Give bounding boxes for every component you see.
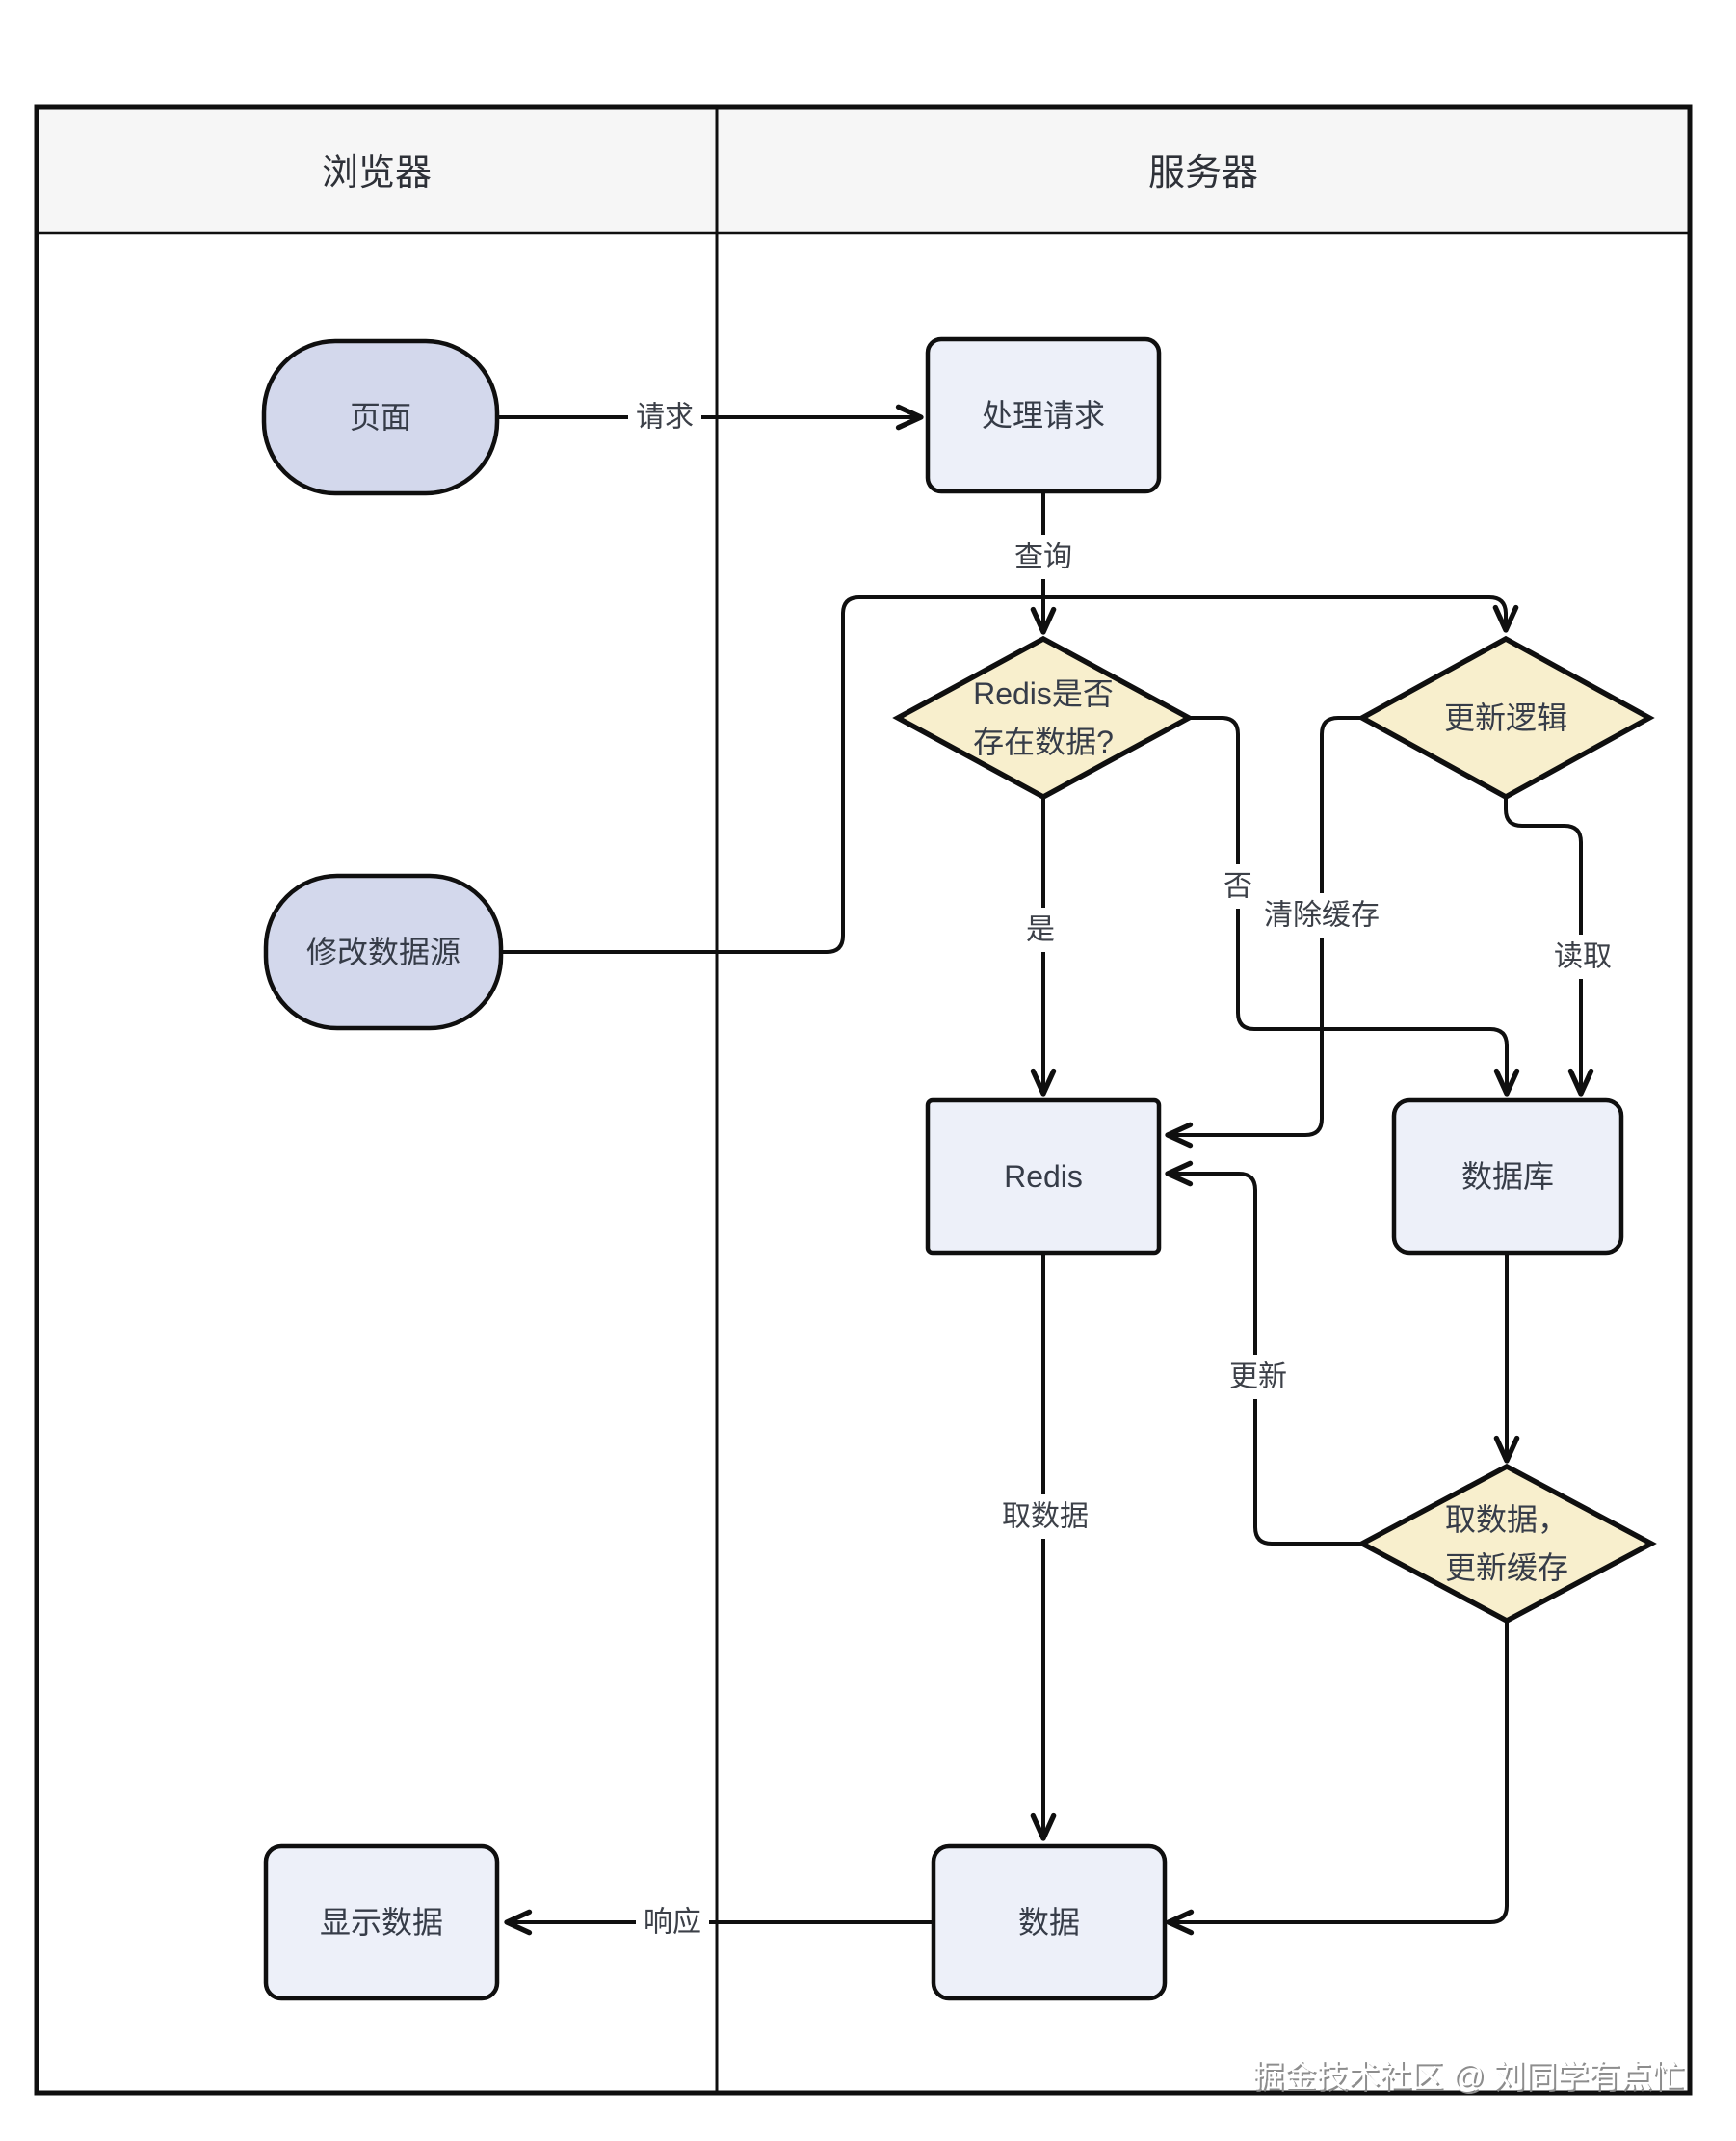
- update-logic-label: 更新逻辑: [1444, 700, 1567, 735]
- edge-label-request: 请求: [636, 402, 694, 434]
- data-label: 数据: [1018, 1905, 1080, 1940]
- lane-title-browser: 浏览器: [322, 153, 432, 194]
- edge-label-halo-no: [1216, 864, 1260, 909]
- edge-label-update: 更新: [1229, 1361, 1287, 1393]
- redis-check-shape: [892, 635, 1195, 801]
- watermark-shadow-text: 掘金技术社区 @ 刘同学有点忙: [1254, 2060, 1686, 2096]
- lane-title-server: 服务器: [1148, 153, 1258, 194]
- redis-shape: [925, 1097, 1162, 1256]
- display-data-shape: [263, 1843, 500, 2001]
- database-label: 数据库: [1461, 1159, 1554, 1194]
- fetch-update-label: 取数据，: [1445, 1502, 1568, 1537]
- edge-label-halo-query: [1007, 535, 1080, 579]
- edge-label-no: 否: [1223, 871, 1252, 903]
- redis-check-label: 存在数据?: [973, 725, 1114, 759]
- edge-label-read: 读取: [1554, 941, 1612, 973]
- page-label: 页面: [350, 400, 411, 435]
- process-request-shape: [925, 336, 1162, 494]
- edge-label-halo-read: [1546, 935, 1619, 979]
- edge-label-halo-update: [1222, 1355, 1295, 1399]
- node-redis: Redis: [925, 1097, 1162, 1256]
- fetch-update-shape: [1356, 1463, 1657, 1625]
- edges-layer: [497, 404, 1594, 1936]
- fetch-update-label: 更新缓存: [1445, 1550, 1568, 1585]
- node-process-request: 处理请求: [925, 336, 1162, 494]
- edge-modify-to-update-logic: [501, 595, 1519, 954]
- node-page: 页面: [261, 338, 500, 496]
- node-database: 数据库: [1391, 1097, 1624, 1256]
- edge-read: [1504, 799, 1594, 1097]
- lane-header-background: [37, 107, 1690, 233]
- edge-label-fetch-data: 取数据: [1002, 1501, 1089, 1533]
- node-modify-source: 修改数据源: [263, 873, 504, 1031]
- process-request-label: 处理请求: [982, 398, 1105, 433]
- redis-check-label: Redis是否: [973, 676, 1114, 711]
- display-data-label: 显示数据: [320, 1905, 443, 1940]
- page-shape: [261, 338, 500, 496]
- node-data: 数据: [931, 1843, 1168, 2001]
- edge-label-halo-response: [636, 1900, 709, 1944]
- edge-label-halo-request: [628, 395, 701, 439]
- node-fetch-update: 取数据， 更新缓存: [1356, 1463, 1657, 1625]
- modify-source-label: 修改数据源: [306, 935, 460, 969]
- node-display-data: 显示数据: [263, 1843, 500, 2001]
- node-update-logic: 更新逻辑: [1356, 635, 1655, 801]
- edge-label-response: 响应: [644, 1907, 701, 1939]
- redis-label: Redis: [1004, 1159, 1083, 1194]
- table-outer-border: [34, 104, 1693, 2096]
- edge-fetch-to-data: [1166, 1623, 1509, 1936]
- database-shape: [1391, 1097, 1624, 1256]
- watermark: 掘金技术社区 @ 刘同学有点忙 掘金技术社区 @ 刘同学有点忙: [1252, 2058, 1686, 2096]
- edge-label-halo-fetch-data: [993, 1494, 1097, 1539]
- watermark-text: 掘金技术社区 @ 刘同学有点忙: [1252, 2058, 1684, 2094]
- edge-label-clear-cache: 清除缓存: [1264, 900, 1380, 932]
- edge-label-halo-yes: [1018, 908, 1063, 952]
- data-shape: [931, 1843, 1168, 2001]
- edge-label-query: 查询: [1014, 542, 1072, 573]
- edge-label-yes: 是: [1026, 914, 1055, 946]
- edge-no: [1190, 716, 1520, 1097]
- update-logic-shape: [1356, 635, 1655, 801]
- modify-source-shape: [263, 873, 504, 1031]
- edge-label-halo-clear-cache: [1255, 893, 1388, 938]
